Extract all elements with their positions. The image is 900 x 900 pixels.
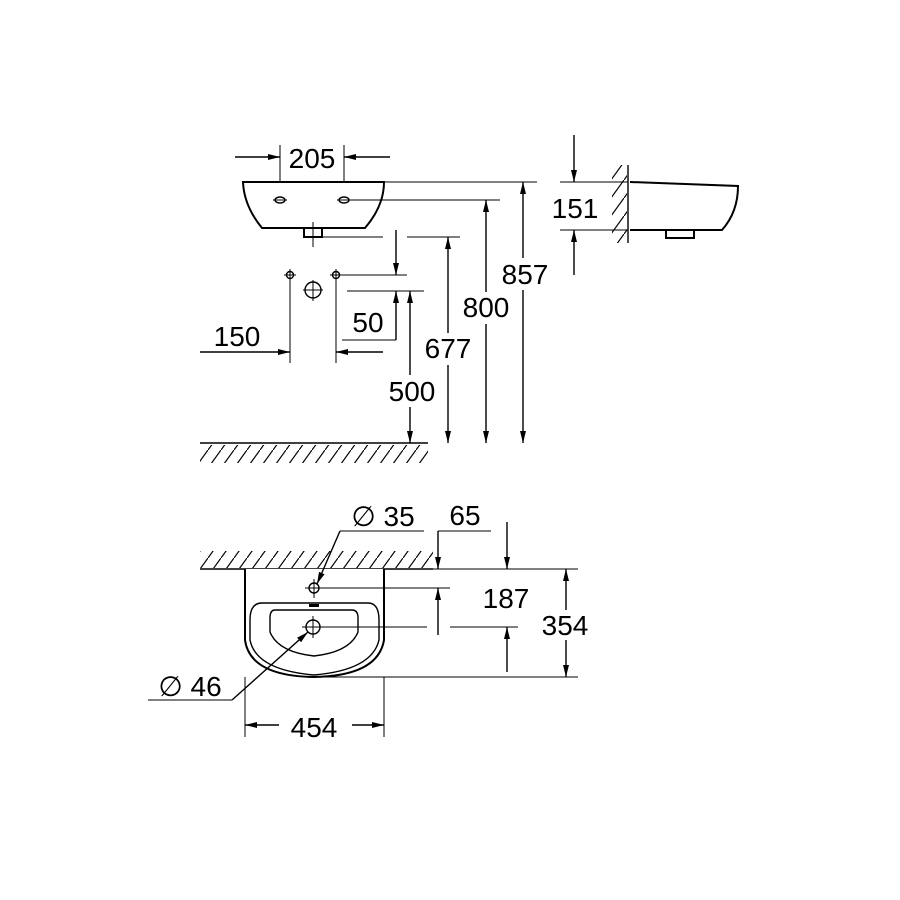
dim-label-50: 50 <box>352 307 383 338</box>
dim-supply-height: 500 <box>385 291 435 443</box>
front-view: 205 857 800 677 <box>200 143 550 463</box>
dim-label-800: 800 <box>463 292 510 323</box>
dim-label-150: 150 <box>214 321 261 352</box>
dim-rim-height: 857 <box>502 182 550 443</box>
basin-front-outline <box>241 181 386 229</box>
dim-tap-hole-offset: 65 <box>435 500 510 569</box>
dim-label-187: 187 <box>483 583 530 614</box>
dim-width: 454 <box>244 677 385 743</box>
dim-label-454: 454 <box>291 712 338 743</box>
dim-tap-hole-spacing: 205 <box>235 143 390 210</box>
dim-label-d35: ∅ 35 <box>351 501 414 532</box>
basin-bowl-outer <box>249 602 380 676</box>
dim-supply-offset: 50 <box>342 230 399 341</box>
dim-label-d46: ∅ 46 <box>158 671 221 702</box>
dim-supply-spacing: 150 <box>200 321 383 355</box>
dim-basin-height: 151 <box>552 135 628 275</box>
supply-fittings <box>284 269 342 363</box>
dim-waste-height: 677 <box>425 237 472 443</box>
dim-label-677: 677 <box>425 333 472 364</box>
dim-label-354: 354 <box>542 610 589 641</box>
dim-label-500: 500 <box>389 376 436 407</box>
dim-label-151: 151 <box>552 193 599 224</box>
dim-label-65: 65 <box>449 500 480 531</box>
dim-label-205: 205 <box>289 143 336 174</box>
wall-plan <box>200 551 433 570</box>
basin-plan-outline <box>244 569 385 679</box>
dim-depth: 354 <box>542 569 589 677</box>
side-view: 151 <box>552 135 740 275</box>
basin-side-outline <box>629 181 740 231</box>
dim-label-857: 857 <box>502 259 549 290</box>
plan-view: ∅ 35 ∅ 46 65 187 354 454 <box>148 500 588 743</box>
overflow <box>309 604 319 607</box>
floor <box>200 442 428 463</box>
dim-tap-hole-diameter: ∅ 35 <box>316 501 424 585</box>
basin-bowl-inner <box>269 609 359 657</box>
dim-tap-hole-height: 800 <box>463 200 510 443</box>
dim-waste-distance: 187 <box>435 583 530 672</box>
